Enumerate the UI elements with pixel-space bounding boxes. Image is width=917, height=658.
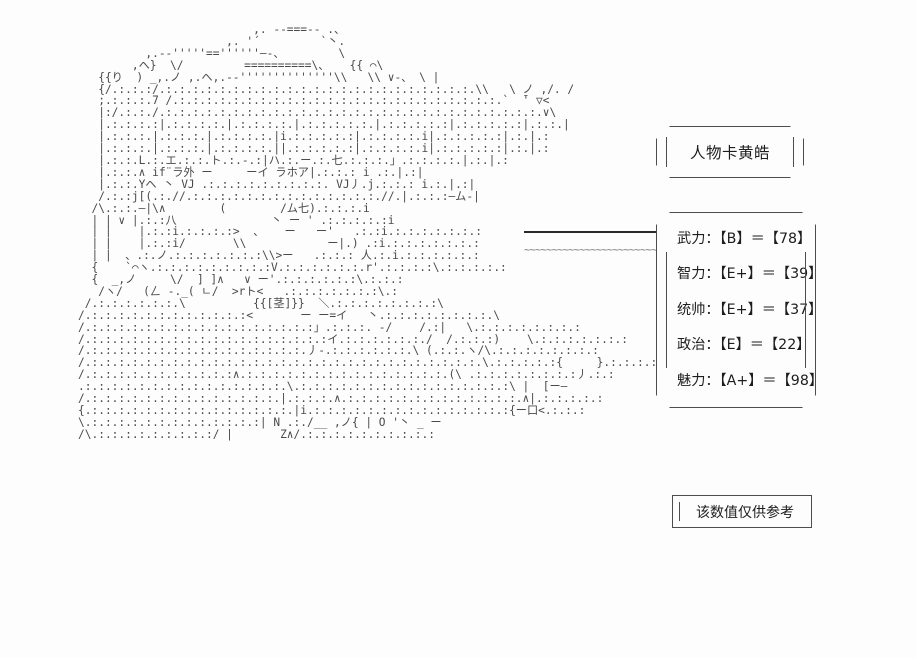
connector-wave-glyphs: ~~~~~~~~~~~~~~~~~~~~~~~~~~~~~~~~~~~~~	[524, 246, 664, 256]
ascii-art-illustration: ,. -‐===‐- .、 ,. '´ `丶. ,.-‐'''''=='''''…	[78, 23, 658, 441]
stat-row: 政治：【E】＝【22】	[677, 337, 811, 354]
character-stats-box: 武力：【B】＝【78】 智力：【E+】＝【39】 统帅：【E+】＝【37】 政治…	[656, 212, 816, 408]
stat-row: 魅力：【A+】＝【98】	[677, 373, 824, 390]
character-card-title-box: 人物卡黄皓	[656, 126, 804, 178]
connector-line	[524, 231, 660, 233]
stat-row: 统帅：【E+】＝【37】	[677, 301, 823, 318]
character-card-title-label: 人物卡黄皓	[689, 144, 770, 162]
stat-row: 武力：【B】＝【78】	[677, 230, 812, 247]
stat-row: 智力：【E+】＝【39】	[677, 266, 823, 283]
disclaimer-note-box: 该数值仅供参考	[672, 495, 812, 528]
ascii-art-canvas: ,. -‐===‐- .、 ,. '´ `丶. ,.-‐'''''=='''''…	[78, 24, 658, 658]
disclaimer-note-label: 该数值仅供参考	[696, 504, 794, 521]
